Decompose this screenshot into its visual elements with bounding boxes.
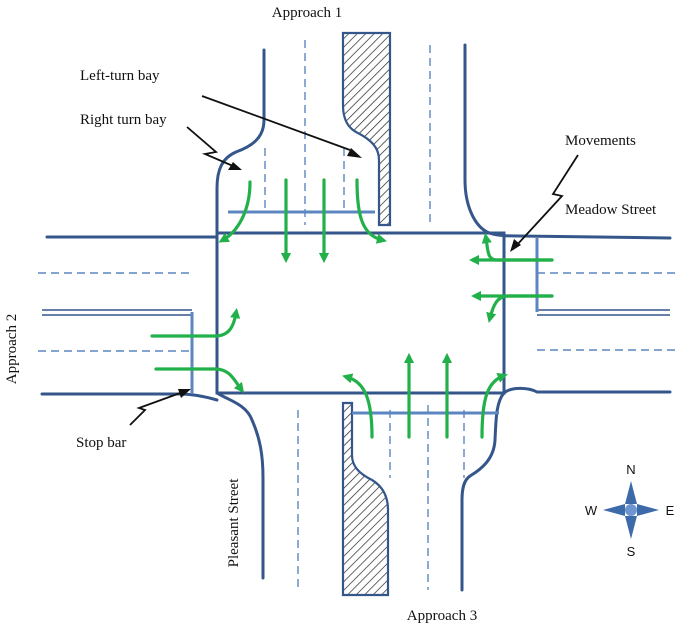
pleasant-street-label: Pleasant Street — [226, 478, 242, 568]
compass-center — [625, 504, 637, 516]
compass-west-point — [603, 504, 625, 516]
right-turn-bay-leader — [186, 126, 234, 167]
compass-north-label: N — [626, 462, 635, 477]
compass-east-label: E — [666, 503, 675, 518]
stop-bar-label: Stop bar — [76, 435, 126, 451]
approach-2-label: Approach 2 — [4, 314, 20, 384]
right-turn-bay-leader-head — [228, 162, 242, 170]
movement-arrow-eb-right — [154, 367, 245, 394]
left-turn-bay-leader — [201, 95, 351, 151]
movements-leader-head — [510, 239, 521, 252]
meadow-street-label: Meadow Street — [565, 202, 657, 218]
movement-arrow-wb-right — [481, 232, 554, 262]
west-south-curb — [40, 392, 219, 402]
compass-south-label: S — [627, 544, 636, 559]
compass-north-point — [625, 481, 637, 504]
compass-east-point — [637, 504, 659, 516]
approach-1-label: Approach 1 — [272, 5, 342, 21]
north-east-curb — [463, 43, 672, 240]
north-median-island — [341, 31, 392, 227]
movement-arrow-nb-right-turn — [480, 373, 508, 439]
stop-bar-leader-head — [178, 389, 191, 398]
south-median-island — [341, 401, 390, 597]
movement-arrow-wb-left — [486, 294, 554, 323]
movement-arrow-nb-right — [218, 180, 252, 243]
compass-west-label: W — [585, 503, 598, 518]
south-west-curb — [215, 391, 265, 580]
movement-arrow-eb-left — [150, 307, 241, 338]
movements-leader — [515, 154, 579, 247]
compass-rose: N S W E — [585, 462, 675, 559]
north-west-curb — [215, 48, 266, 235]
left-turn-bay-label: Left-turn bay — [80, 68, 160, 84]
movement-arrow-nb-left — [342, 373, 374, 439]
movements-label: Movements — [565, 133, 636, 149]
stop-bar-leader — [129, 391, 184, 426]
movement-arrow-sb-left — [355, 178, 387, 244]
south-east-curb-road — [502, 386, 672, 395]
left-turn-bay-leader-head — [347, 148, 362, 158]
approach-3-label: Approach 3 — [407, 608, 477, 624]
compass-south-point — [625, 516, 637, 539]
right-turn-bay-label: Right turn bay — [80, 112, 167, 128]
intersection-box — [215, 231, 506, 395]
